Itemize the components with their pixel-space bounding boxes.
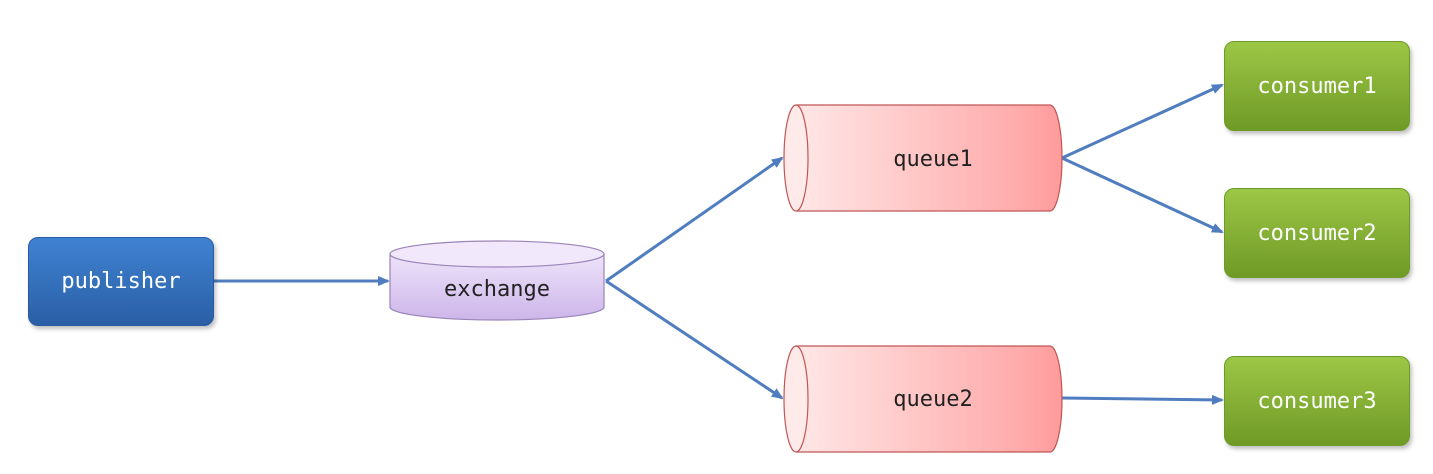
edge-exchange-queue2 bbox=[605, 279, 784, 400]
edge-queue1-consumer1 bbox=[1061, 83, 1224, 160]
exchange-shape[interactable] bbox=[389, 240, 605, 321]
exchange-label: exchange bbox=[444, 276, 550, 302]
consumer3-label: consumer3 bbox=[1257, 388, 1377, 414]
queue1-label: queue1 bbox=[893, 146, 973, 172]
consumer1-label: consumer1 bbox=[1257, 73, 1377, 99]
consumer1-node[interactable]: consumer1 bbox=[1224, 41, 1410, 131]
publisher-node[interactable]: publisher bbox=[28, 237, 214, 326]
edge-queue1-consumer2 bbox=[1061, 156, 1224, 234]
edge-queue2-consumer3 bbox=[1061, 394, 1224, 405]
queue1-shape[interactable] bbox=[783, 104, 1063, 212]
queue2-label: queue2 bbox=[893, 386, 973, 412]
publisher-label: publisher bbox=[61, 269, 181, 294]
consumer2-node[interactable]: consumer2 bbox=[1224, 188, 1410, 278]
consumer3-node[interactable]: consumer3 bbox=[1224, 356, 1410, 446]
queue2-shape[interactable] bbox=[783, 345, 1063, 453]
consumer2-label: consumer2 bbox=[1257, 220, 1377, 246]
edge-exchange-queue1 bbox=[605, 156, 784, 283]
